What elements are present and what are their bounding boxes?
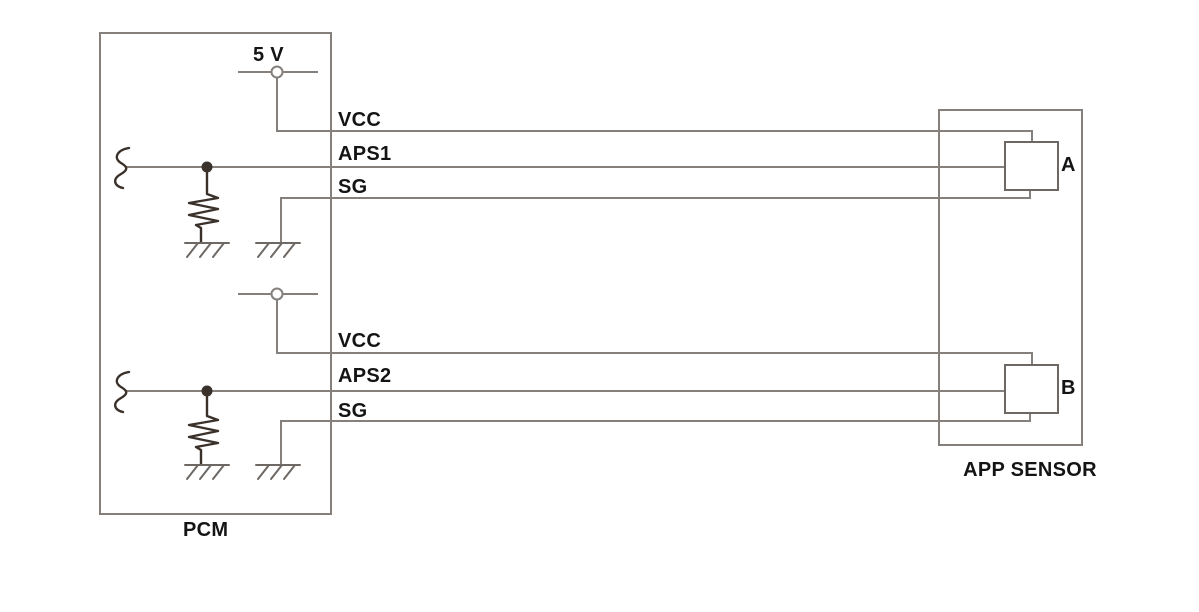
sg1-label: SG <box>338 176 368 198</box>
sensor-element-b <box>1004 364 1059 414</box>
vcc2-label: VCC <box>338 330 382 352</box>
power-terminal2-icon <box>270 287 284 301</box>
sensor-element-a-label: A <box>1061 154 1076 176</box>
wire-break1-icon <box>114 146 131 190</box>
sg1-wire <box>280 190 1031 243</box>
pcm-label: PCM <box>183 519 229 541</box>
ground2a-icon <box>184 464 230 480</box>
sensor-element-a <box>1004 141 1059 191</box>
sg2-wire <box>280 413 1031 465</box>
resistor2-icon <box>187 395 220 466</box>
app-sensor-box <box>938 109 1083 446</box>
supply-voltage-label: 5 V <box>253 44 284 66</box>
junction-dot1-icon <box>201 161 213 173</box>
vcc1-wire <box>276 77 1033 142</box>
pcm-box <box>99 32 332 515</box>
app-sensor-label: APP SENSOR <box>963 459 1097 481</box>
ground2b-icon <box>255 464 301 480</box>
junction-dot2-icon <box>201 385 213 397</box>
wire-break2-icon <box>114 370 131 414</box>
resistor1-icon <box>187 171 220 244</box>
ground1a-icon <box>184 242 230 258</box>
sensor-element-b-label: B <box>1061 377 1076 399</box>
power-terminal1-icon <box>270 65 284 79</box>
vcc2-wire <box>276 299 1033 365</box>
sg2-label: SG <box>338 400 368 422</box>
aps1-label: APS1 <box>338 143 392 165</box>
ground1b-icon <box>255 242 301 258</box>
vcc1-label: VCC <box>338 109 382 131</box>
aps2-label: APS2 <box>338 365 392 387</box>
